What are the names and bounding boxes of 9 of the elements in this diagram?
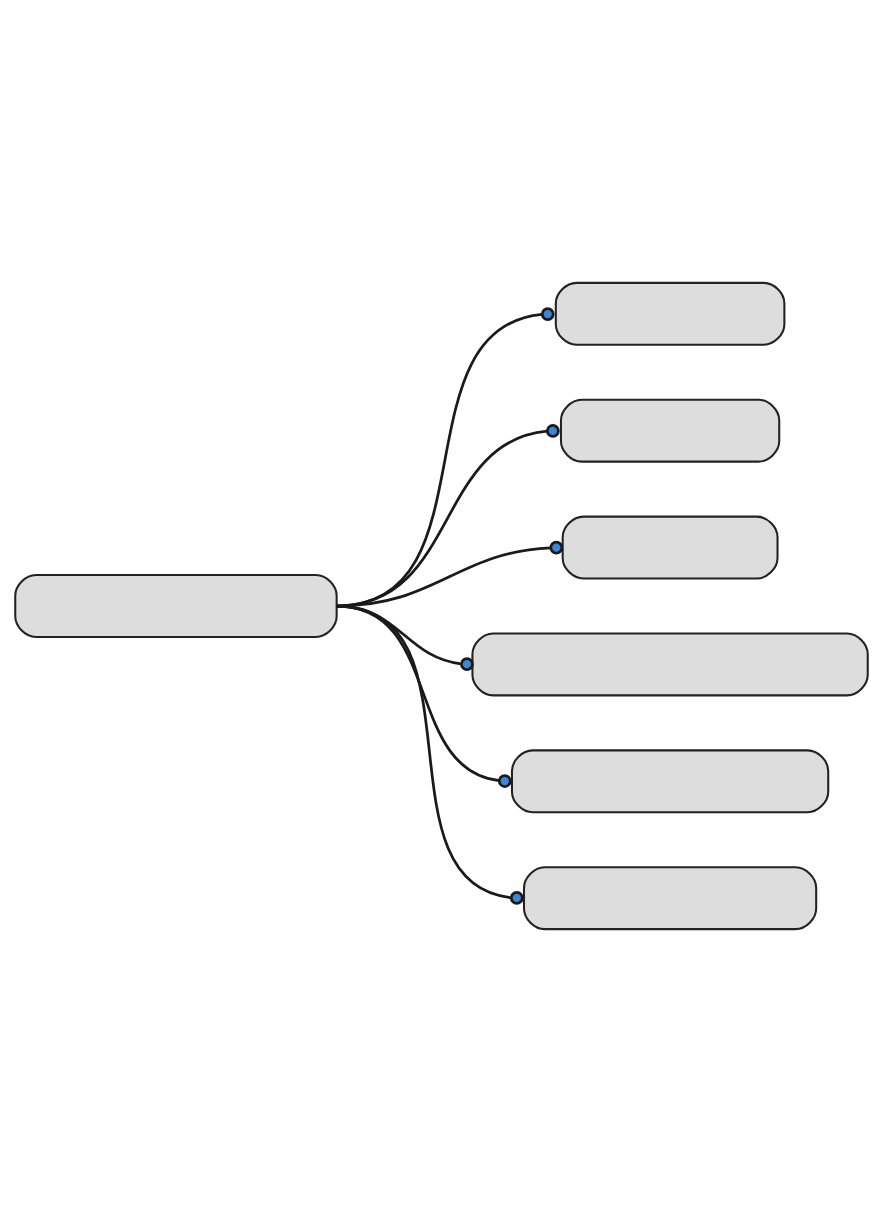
node-box xyxy=(554,281,786,346)
node-box xyxy=(522,866,818,931)
connector xyxy=(336,604,524,905)
node-box xyxy=(471,632,869,697)
node-box xyxy=(561,515,779,580)
node-box xyxy=(14,574,338,638)
connector xyxy=(336,307,555,608)
node-box xyxy=(559,398,781,463)
node-box xyxy=(510,749,830,814)
